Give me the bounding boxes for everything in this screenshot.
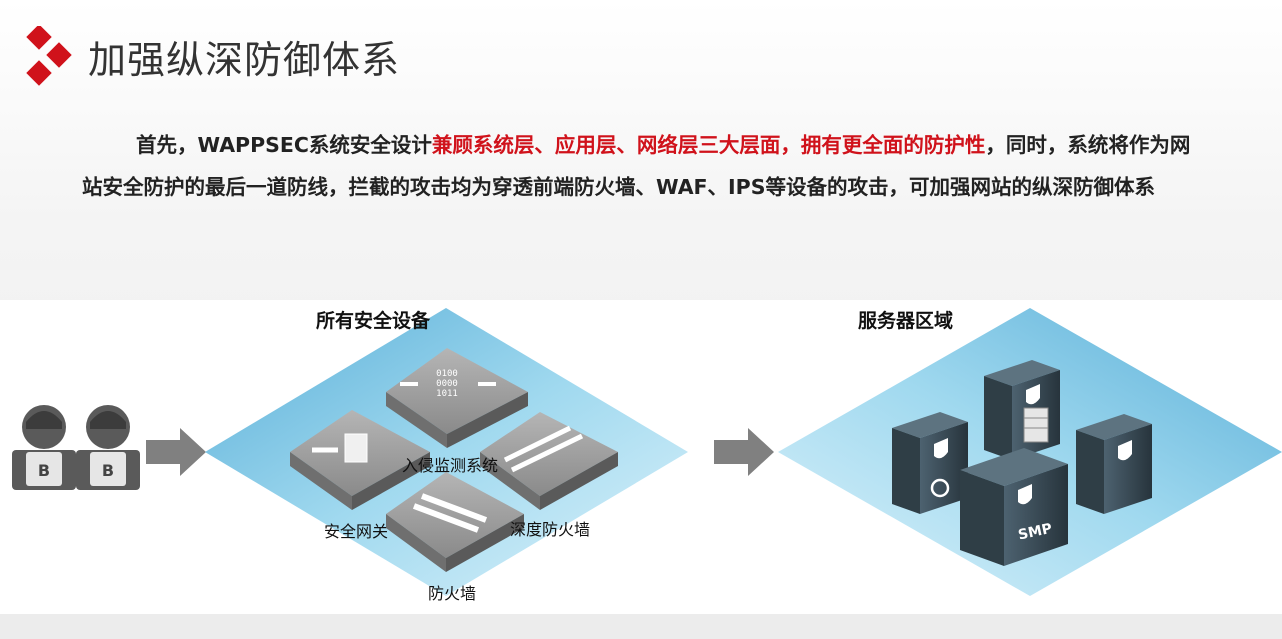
smp-server-icon: SMP	[960, 448, 1068, 566]
security-group-label: 所有安全设备	[316, 310, 431, 332]
diamond-bullet-icon	[26, 26, 72, 86]
arrow-right-icon	[714, 428, 774, 476]
server-icon	[984, 360, 1060, 460]
deep-firewall-device	[480, 412, 618, 510]
gateway-device	[290, 410, 430, 510]
database-icon	[1023, 407, 1049, 443]
svg-text:0000: 0000	[436, 379, 458, 389]
defense-diagram: B B 0100 0000 1011	[0, 300, 1282, 614]
firewall-label: 防火墙	[428, 584, 477, 603]
svg-text:1011: 1011	[436, 389, 458, 399]
arrow-right-icon	[146, 428, 206, 476]
attacker-icon: B	[76, 405, 140, 490]
paragraph-highlight: 兼顾系统层、应用层、网络层三大层面，拥有更全面的防护性	[431, 133, 986, 157]
page-title: 加强纵深防御体系	[88, 37, 401, 82]
attacker-symbol: B	[38, 461, 50, 480]
firewall-device	[386, 472, 524, 572]
paragraph-text-2: ，同时，系统将作为网站安全防护的最后一道防线，拦截的攻击均为穿透前端防火墙、WA…	[82, 133, 1191, 199]
diagram-canvas: B B 0100 0000 1011	[12, 308, 1282, 596]
ids-device: 0100 0000 1011	[386, 348, 528, 448]
deep-firewall-label: 深度防火墙	[510, 520, 591, 539]
ids-label: 入侵监测系统	[402, 456, 499, 475]
server-group-label: 服务器区域	[858, 310, 954, 332]
attacker-symbol: B	[102, 461, 114, 480]
attacker-icon: B	[12, 405, 76, 490]
smp-label: SMP	[1017, 521, 1054, 544]
section-header: 加强纵深防御体系	[24, 26, 400, 86]
gateway-label: 安全网关	[324, 522, 389, 541]
description-paragraph: 首先，WAPPSEC系统安全设计兼顾系统层、应用层、网络层三大层面，拥有更全面的…	[82, 124, 1192, 208]
svg-text:0100: 0100	[436, 369, 458, 379]
paragraph-text-1: 首先，WAPPSEC系统安全设计	[136, 133, 432, 157]
server-icon	[1076, 414, 1152, 514]
security-zone-plate	[205, 308, 688, 596]
server-icon	[892, 412, 968, 514]
